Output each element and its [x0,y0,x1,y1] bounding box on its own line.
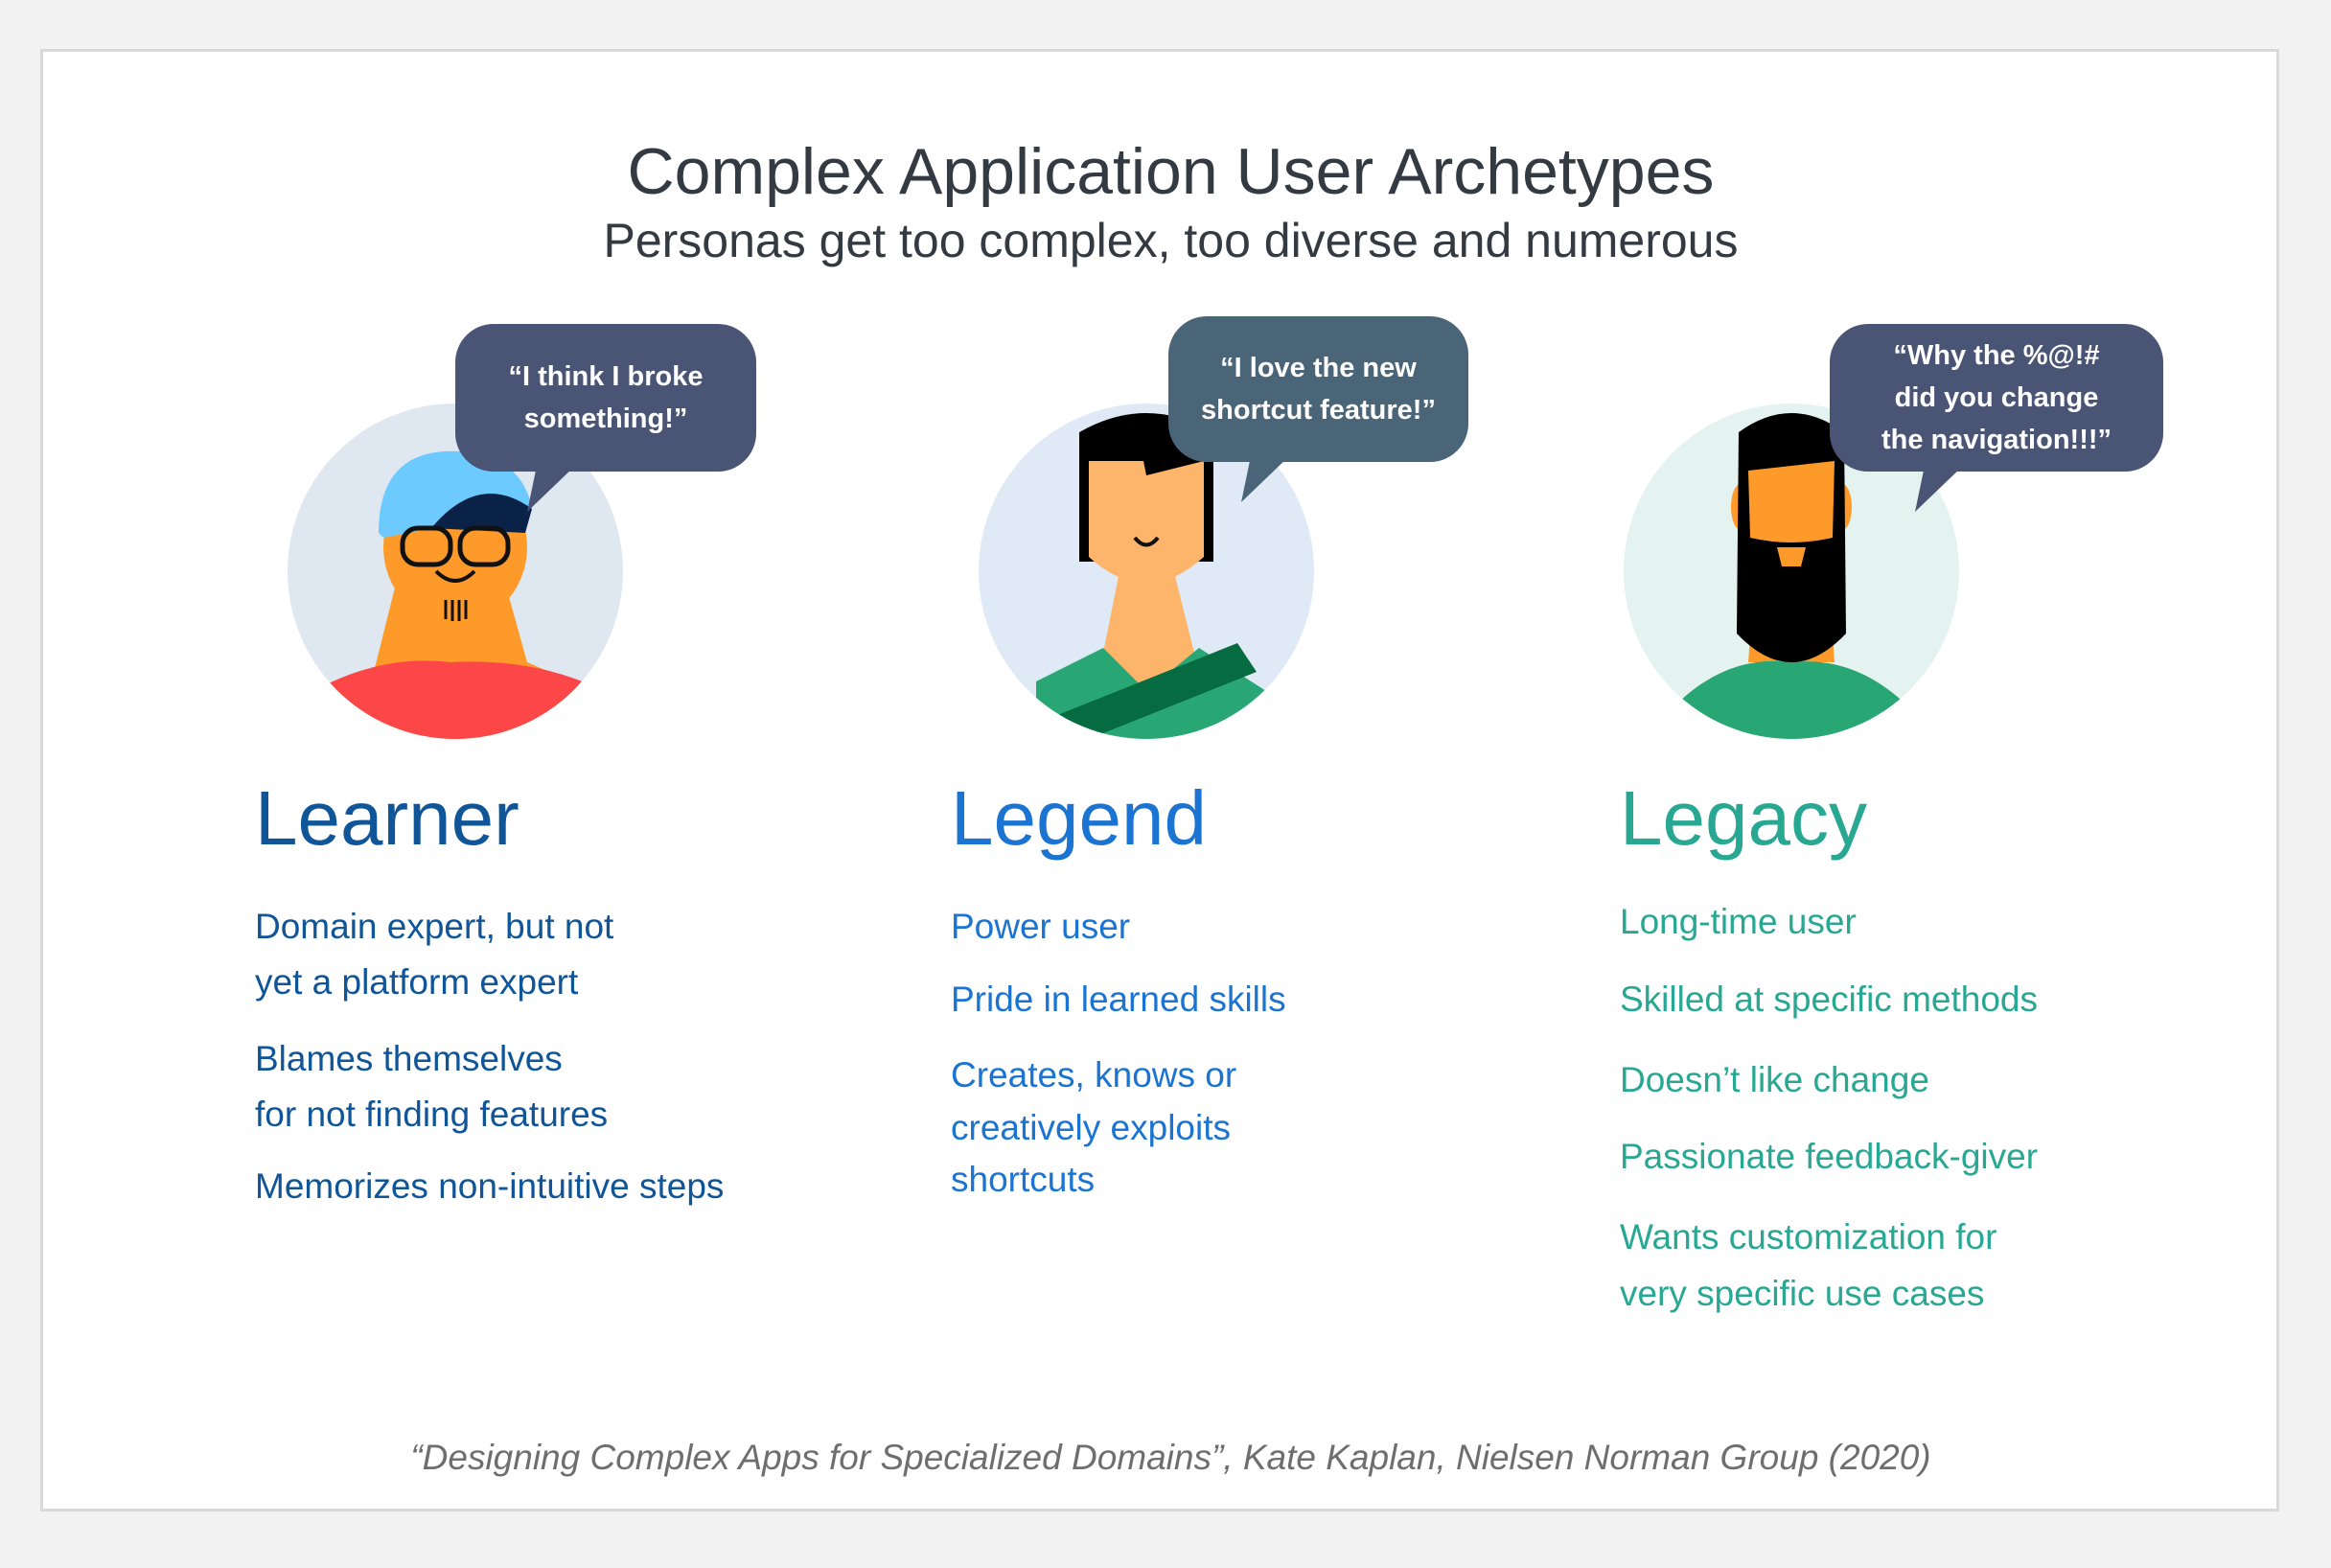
slide-card [40,49,2279,1511]
quote-line: something!” [523,404,688,434]
legacy-trait: Wants customization for [1620,1217,1997,1257]
learner-trait: Blames themselves [255,1039,563,1078]
quote-line: the navigation!!!” [1881,425,2112,455]
learner-trait: yet a platform expert [255,962,579,1002]
legacy-quote-bubble: “Why the %@!# did you change the navigatio… [1830,324,2163,472]
quote-line: did you change [1894,382,2099,413]
legacy-trait: Long-time user [1620,902,1857,941]
quote-line: “I think I broke [508,361,704,392]
legacy-avatar-illustration [1624,404,1959,739]
legacy-bubble-tail [1915,466,1963,512]
learner-trait: for not finding features [255,1095,609,1134]
legend-quote-bubble: “I love the new shortcut feature!” [1168,316,1468,462]
legend-trait: Creates, knows or [951,1055,1237,1095]
learner-heading: Learner [255,775,519,861]
learner-quote-bubble: “I think I broke something!” [455,324,756,472]
legend-avatar-illustration [979,404,1314,739]
legacy-heading: Legacy [1620,775,1867,861]
page-title: Complex Application User Archetypes [627,135,1715,208]
quote-line: “Why the %@!# [1893,340,2100,371]
legend-trait: shortcuts [951,1160,1096,1199]
legend-trait: Pride in learned skills [951,980,1286,1019]
legend-bubble-tail [1241,456,1289,502]
quote-line: shortcut feature!” [1201,395,1436,426]
learner-trait: Memorizes non-intuitive steps [255,1166,725,1206]
learner-bubble-tail [527,466,575,512]
citation: “Designing Complex Apps for Specialized … [410,1438,1931,1477]
legend-trait: Power user [951,907,1131,946]
legend-trait: creatively exploits [951,1108,1232,1147]
legacy-trait: Passionate feedback-giver [1620,1137,2039,1176]
legend-heading: Legend [951,775,1207,861]
page-subtitle: Personas get too complex, too diverse an… [603,214,1739,267]
legacy-trait: Doesn’t like change [1620,1060,1929,1099]
quote-line: “I love the new [1220,353,1417,383]
learner-trait: Domain expert, but not [255,907,614,946]
legacy-trait: Skilled at specific methods [1620,980,2038,1019]
legacy-trait: very specific use cases [1620,1274,1985,1313]
